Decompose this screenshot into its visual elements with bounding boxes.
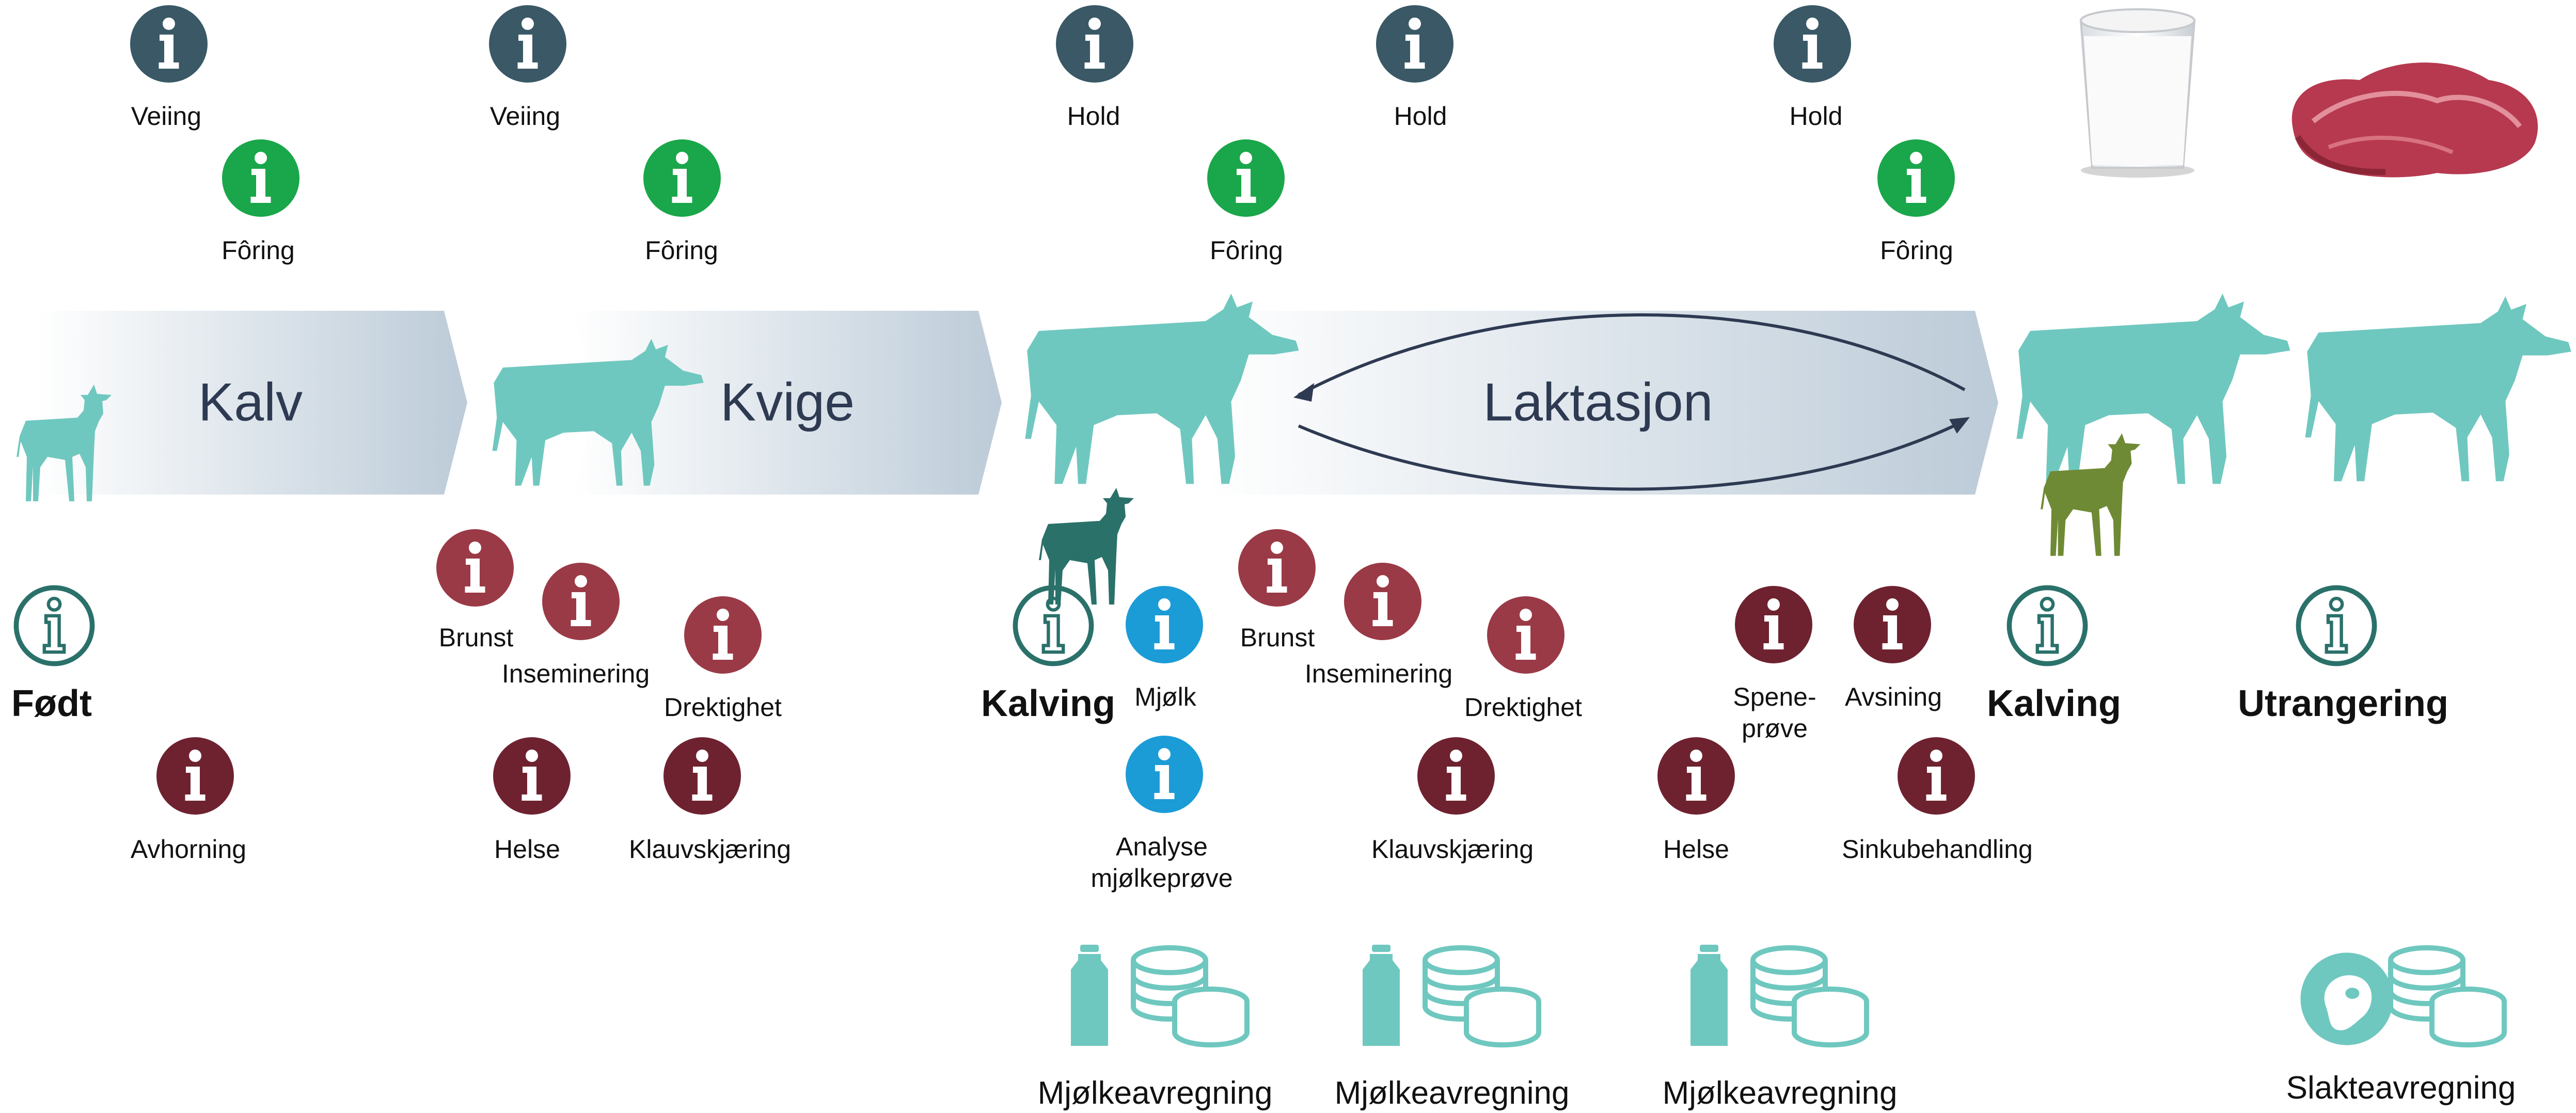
milk-can-icon-3 <box>1681 945 1737 1048</box>
coins-icon-2 <box>1420 945 1544 1048</box>
info-icon-helse-2[interactable] <box>1657 737 1735 815</box>
info-icon-avsining[interactable] <box>1854 586 1931 663</box>
label-foring-2: Fôring <box>645 236 718 265</box>
info-icon-analyse[interactable] <box>1126 736 1203 813</box>
info-icon-hold-3[interactable] <box>1774 5 1851 83</box>
coins-icon-4 <box>2385 945 2509 1048</box>
phase-arrow-kalv <box>36 311 467 495</box>
label-helse-1: Helse <box>494 835 560 864</box>
event-utrangering: Utrangering <box>2237 683 2449 724</box>
label-foring-1: Fôring <box>222 236 295 265</box>
label-veiing-2: Veiing <box>489 102 561 131</box>
label-hold-2: Hold <box>1394 102 1447 131</box>
label-speneprove-line-2: prøve <box>1742 714 1808 743</box>
label-analyse-line-2: mjølkeprøve <box>1091 864 1233 893</box>
info-icon-foring-4[interactable] <box>1877 139 1955 217</box>
label-mjolkeavregning-2: Mjølkeavregning <box>1334 1075 1570 1111</box>
phase-label-kvige: Kvige <box>720 372 855 433</box>
label-inseminering-1: Inseminering <box>501 659 650 688</box>
info-outline-icon-fodt[interactable] <box>13 584 96 667</box>
info-icon-foring-3[interactable] <box>1207 139 1285 217</box>
label-speneprove-line-1: Spene- <box>1733 682 1816 711</box>
phase-arrow-laktasjon <box>1208 311 1998 495</box>
label-analyse-line-1: Analyse <box>1116 832 1208 861</box>
info-icon-klauv-1[interactable] <box>663 737 741 815</box>
cow-silhouette-3 <box>2290 281 2576 498</box>
label-drektighet-2: Drektighet <box>1464 693 1582 722</box>
info-icon-veiing-2[interactable] <box>489 5 566 83</box>
label-slakteavregning: Slakteavregning <box>2286 1070 2516 1106</box>
meat-image <box>2291 62 2538 178</box>
info-icon-klauv-2[interactable] <box>1417 737 1495 815</box>
info-icon-inseminering-1[interactable] <box>542 563 620 640</box>
info-icon-speneprove[interactable] <box>1735 586 1812 663</box>
cycle-arrow-back <box>1298 313 1966 396</box>
info-outline-icon-utrangering[interactable] <box>2295 584 2378 667</box>
milk-can-icon-1 <box>1061 945 1118 1048</box>
info-icon-avhorning[interactable] <box>156 737 234 815</box>
label-veiing-1: Veiing <box>131 102 202 131</box>
info-icon-mjolk[interactable] <box>1126 586 1203 663</box>
cow-silhouette <box>1009 281 1304 498</box>
info-icon-drektighet-1[interactable] <box>684 596 762 674</box>
phase-label-laktasjon: Laktasjon <box>1483 372 1713 433</box>
label-hold-1: Hold <box>1067 102 1120 131</box>
calf-silhouette-olive <box>2040 423 2148 563</box>
cycle-arrow-forward <box>1298 419 1966 491</box>
calf-silhouette <box>13 379 121 503</box>
event-kalving-2: Kalving <box>1986 683 2122 724</box>
info-icon-hold-1[interactable] <box>1056 5 1133 83</box>
info-icon-drektighet-2[interactable] <box>1487 596 1564 674</box>
info-icon-brunst-2[interactable] <box>1238 529 1316 607</box>
info-outline-icon-kalving-1[interactable] <box>1012 584 1095 667</box>
label-hold-3: Hold <box>1789 102 1843 131</box>
label-mjolk: Mjølk <box>1134 682 1196 711</box>
label-avhorning: Avhorning <box>130 835 247 864</box>
info-icon-foring-2[interactable] <box>643 139 721 217</box>
label-klauv-2: Klauvskjæring <box>1371 835 1534 864</box>
milk-glass-image <box>2079 8 2196 178</box>
heifer-silhouette <box>480 330 707 496</box>
label-foring-3: Fôring <box>1210 236 1283 265</box>
info-icon-sinku[interactable] <box>1898 737 1975 815</box>
info-outline-icon-kalving-2[interactable] <box>2006 584 2089 667</box>
label-mjolkeavregning-3: Mjølkeavregning <box>1662 1075 1898 1111</box>
coins-icon-3 <box>1748 945 1872 1048</box>
label-inseminering-2: Inseminering <box>1304 659 1453 688</box>
info-icon-inseminering-2[interactable] <box>1344 563 1421 640</box>
info-icon-helse-1[interactable] <box>493 737 571 815</box>
phase-label-kalv: Kalv <box>198 372 303 433</box>
coins-icon-1 <box>1128 945 1252 1048</box>
label-sinku: Sinkubehandling <box>1842 835 2033 864</box>
info-icon-foring-1[interactable] <box>222 139 299 217</box>
info-icon-brunst-1[interactable] <box>436 529 514 607</box>
meat-icon <box>2298 950 2396 1048</box>
label-brunst-2: Brunst <box>1240 623 1315 652</box>
event-fodt: Født <box>11 683 92 724</box>
phase-arrow-kvige <box>573 311 1002 495</box>
label-helse-2: Helse <box>1663 835 1729 864</box>
label-klauv-1: Klauvskjæring <box>628 835 792 864</box>
label-speneprove: Spene- prøve <box>1733 681 1816 744</box>
info-icon-hold-2[interactable] <box>1376 5 1453 83</box>
label-foring-4: Fôring <box>1880 236 1953 265</box>
label-drektighet-1: Drektighet <box>664 693 782 722</box>
milk-can-icon-2 <box>1353 945 1410 1048</box>
info-icon-veiing-1[interactable] <box>130 5 208 83</box>
label-avsining: Avsining <box>1844 682 1942 711</box>
event-kalving-1: Kalving <box>981 683 1116 724</box>
label-brunst-1: Brunst <box>438 623 514 652</box>
label-mjolkeavregning-1: Mjølkeavregning <box>1037 1075 1273 1111</box>
label-analyse: Analyse mjølkeprøve <box>1091 831 1232 894</box>
